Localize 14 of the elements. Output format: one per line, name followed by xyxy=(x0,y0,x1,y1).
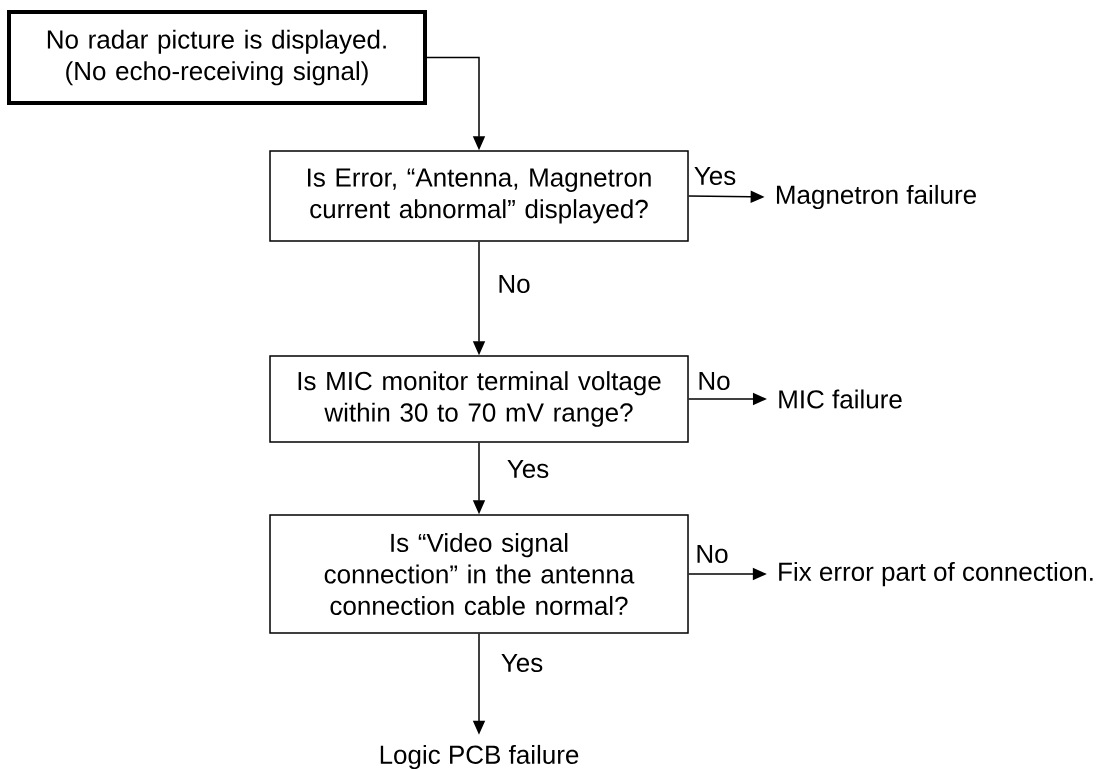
decision-box: Is “Video signal connection” in the antenna connection cable normal? xyxy=(269,514,689,634)
edge-label: No xyxy=(696,370,732,392)
edge-label: No xyxy=(694,543,730,565)
edge-label: Yes xyxy=(692,165,738,187)
start-box: No radar picture is displayed. (No echo-receiving signal) xyxy=(7,10,427,105)
edge-label: Yes xyxy=(505,458,551,480)
edge-label: No xyxy=(496,273,532,295)
result-text: Fix error part of connection. xyxy=(779,561,1093,587)
result-text: Magnetron failure xyxy=(776,184,976,210)
result-text: MIC failure xyxy=(779,389,902,409)
edge-label: Yes xyxy=(499,652,545,674)
decision-box: Is Error, “Antenna, Magnetron current abnormal” displayed? xyxy=(269,150,689,242)
result-text: Logic PCB failure xyxy=(380,744,579,769)
decision-box: Is MIC monitor terminal voltage within 30 to 70 mV range? xyxy=(269,355,689,443)
